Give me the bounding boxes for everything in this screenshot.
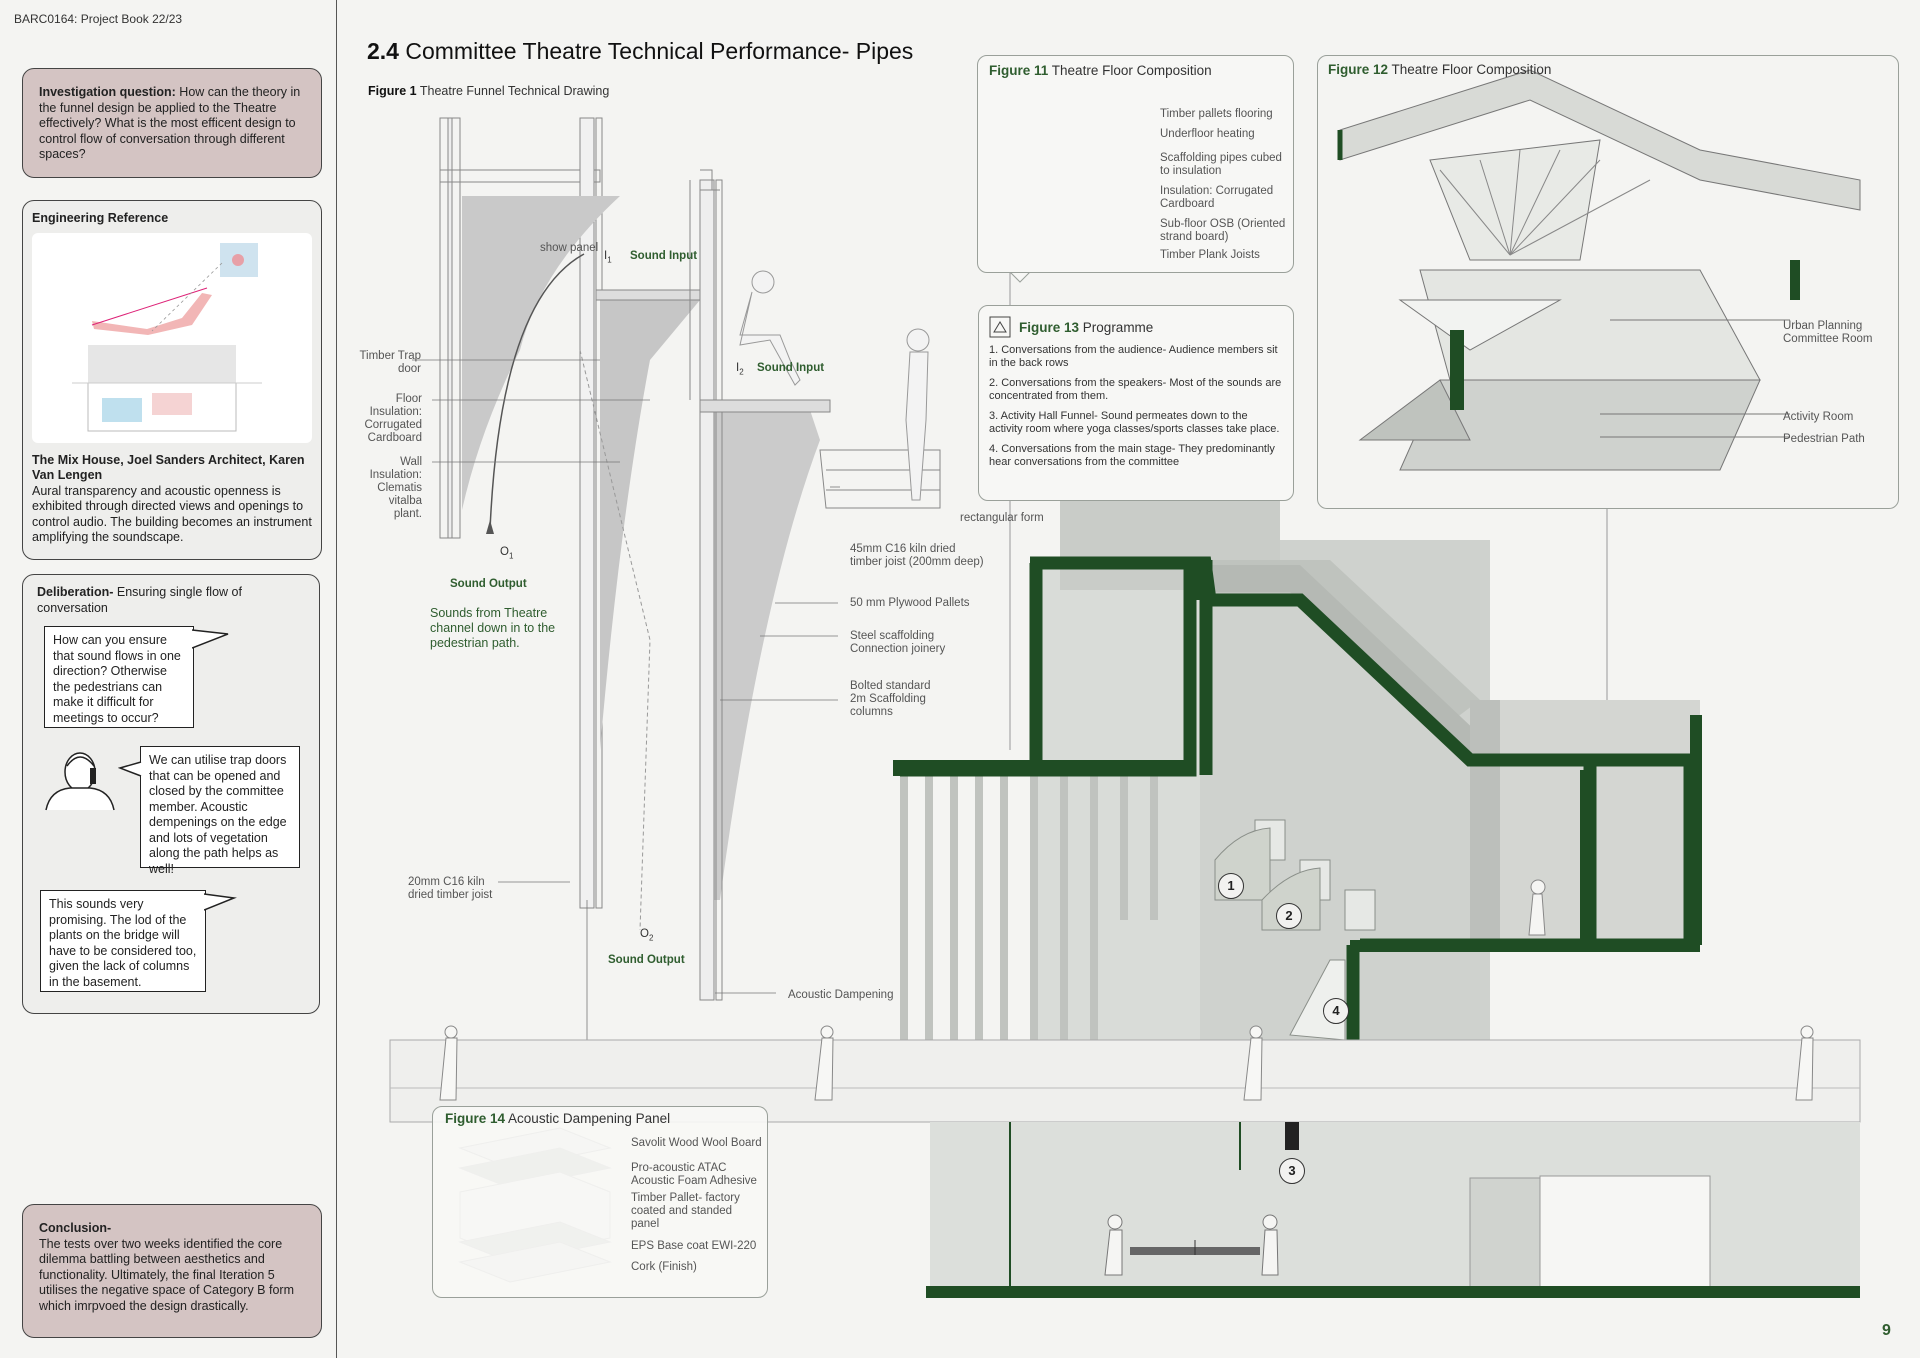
reference-text: Aural transparency and acoustic openness… xyxy=(32,483,312,545)
sound-input-2-label: Sound Input xyxy=(757,362,825,374)
fig11-layer-4: Insulation: Corrugated Cardboard xyxy=(1160,185,1274,210)
investigation-lead: Investigation question: xyxy=(39,85,176,99)
programme-item: 2. Conversations from the speakers- Most… xyxy=(989,377,1282,402)
i2-label: I2 xyxy=(736,362,744,377)
programme-list: 1. Conversations from the audience- Audi… xyxy=(989,344,1283,469)
figure11-box: Figure 11 Theatre Floor Composition Timb… xyxy=(977,55,1294,273)
sound-output-1-label: Sound Output xyxy=(450,578,527,590)
fig12-label-activity: Activity Room xyxy=(1783,411,1854,423)
bubble-tail-3 xyxy=(204,893,237,911)
fig14-layer-3: Timber Pallet- factory coated and stande… xyxy=(631,1192,740,1230)
speech-bubble-question: How can you ensure that sound flows in o… xyxy=(44,626,194,728)
fig11-layer-2: Underfloor heating xyxy=(1160,128,1255,140)
programme-item: 3. Activity Hall Funnel- Sound permeates… xyxy=(989,410,1280,435)
bubble-tail-1 xyxy=(192,629,229,649)
fig14-layer-4: EPS Base coat EWI-220 xyxy=(631,1240,757,1252)
show-panel-label: show panel xyxy=(540,242,599,254)
fig11-layer-1: Timber pallets flooring xyxy=(1160,108,1273,120)
investigation-text: How can the theory in the funnel design … xyxy=(39,85,301,161)
figure12-box: Figure 12 Theatre Floor Composition Urba… xyxy=(1317,55,1899,509)
i1-label: I1 xyxy=(604,250,612,265)
page-title-text: Committee Theatre Technical Performance-… xyxy=(405,38,914,64)
activity-room xyxy=(930,1122,1860,1292)
speech-bubble-reply: This sounds very promising. The lod of t… xyxy=(40,890,206,992)
pedestrians xyxy=(439,1025,1814,1101)
floor-insulation-label: Floor Insulation: Corrugated Cardboard xyxy=(364,393,422,444)
page-title: 2.4 Committee Theatre Technical Performa… xyxy=(367,38,913,65)
o2-label: O2 xyxy=(640,928,654,943)
marker-3: 3 xyxy=(1279,1158,1305,1184)
deliberation-lead: Deliberation- xyxy=(37,585,114,599)
conclusion-lead: Conclusion- xyxy=(39,1221,112,1235)
figure13-box: Figure 13 Programme 1. Conversations fro… xyxy=(978,305,1294,501)
deliberation-text: Ensuring single flow of conversation xyxy=(37,585,242,615)
marker-1: 1 xyxy=(1218,873,1244,899)
figure12-isometric-drawing xyxy=(1337,69,1861,471)
fig11-layer-5: Sub-floor OSB (Oriented strand board) xyxy=(1160,218,1286,243)
sidebar: BARC0164: Project Book 22/23 Investigati… xyxy=(0,0,337,1358)
mix-house-reference-image xyxy=(32,232,312,443)
sound-path-1 xyxy=(489,253,585,531)
programme-icon xyxy=(989,316,1011,338)
section-building xyxy=(893,500,1702,1041)
bubble-tail-2 xyxy=(118,761,142,777)
bolted-columns-label: Bolted standard 2m Scaffolding columns xyxy=(850,680,931,718)
trap-door-label: Timber Trap door xyxy=(359,350,421,375)
figure13-caption: Figure 13 Programme xyxy=(1019,319,1154,335)
fig14-layer-1: Savolit Wood Wool Board xyxy=(631,1137,762,1149)
rectangular-form-label: rectangular form xyxy=(960,512,1044,524)
joist-20mm-label: 20mm C16 kiln dried timber joist xyxy=(408,876,493,901)
page-number: 9 xyxy=(1882,1322,1891,1339)
programme-item: 1. Conversations from the audience- Audi… xyxy=(989,344,1278,369)
programme-item: 4. Conversations from the main stage- Th… xyxy=(989,443,1275,468)
figure13-header: Figure 13 Programme xyxy=(989,316,1283,338)
fig14-layer-5: Cork (Finish) xyxy=(631,1261,697,1273)
leader-lines xyxy=(412,359,840,1098)
sound-output-2-label: Sound Output xyxy=(608,954,685,966)
fig14-layer-2: Pro-acoustic ATAC Acoustic Foam Adhesive xyxy=(631,1162,757,1187)
marker-2: 2 xyxy=(1276,903,1302,929)
course-header: BARC0164: Project Book 22/23 xyxy=(14,12,183,26)
investigation-question-box: Investigation question: How can the theo… xyxy=(22,68,322,178)
marker-4: 4 xyxy=(1323,998,1349,1024)
wall-insulation-label: Wall Insulation: Clematis vitalba plant. xyxy=(369,456,422,520)
committee-member-avatar xyxy=(45,752,115,811)
joist-45mm-label: 45mm C16 kiln dried timber joist (200mm … xyxy=(850,543,984,568)
conclusion-box: Conclusion- The tests over two weeks ide… xyxy=(22,1204,322,1338)
page-title-number: 2.4 xyxy=(367,38,399,64)
sound-path-2 xyxy=(579,349,651,931)
figure11-caption: Figure 11 Theatre Floor Composition xyxy=(989,63,1212,78)
engineering-heading: Engineering Reference xyxy=(32,211,169,225)
reference-title: The Mix House, Joel Sanders Architect, K… xyxy=(32,452,305,483)
conclusion-text: The tests over two weeks identified the … xyxy=(39,1236,294,1313)
fig12-label-path: Pedestrian Path xyxy=(1783,433,1865,445)
fig11-layer-6: Timber Plank Joists xyxy=(1160,249,1260,261)
fig12-label-committee: Urban Planning Committee Room xyxy=(1783,320,1873,345)
speech-bubble-answer: We can utilise trap doors that can be op… xyxy=(140,746,300,876)
figure1-caption: Figure 1 Theatre Funnel Technical Drawin… xyxy=(368,84,610,98)
steel-scaffolding-label: Steel scaffolding Connection joinery xyxy=(850,630,946,655)
figure14-caption: Figure 14 Acoustic Dampening Panel xyxy=(445,1111,671,1126)
human-figures xyxy=(739,270,930,501)
acoustic-dampening-label: Acoustic Dampening xyxy=(788,989,894,1001)
sound-input-1-label: Sound Input xyxy=(630,250,698,262)
funnel-section-drawing xyxy=(439,117,941,1001)
plywood-label: 50 mm Plywood Pallets xyxy=(850,597,970,609)
figure14-box: Figure 14 Acoustic Dampening Panel Savol… xyxy=(432,1106,768,1298)
engineering-reference-box: Engineering Reference The Mix House, Joe… xyxy=(22,200,322,560)
o1-label: O1 xyxy=(500,546,514,561)
sounds-note: Sounds from Theatre channel down in to t… xyxy=(430,606,556,650)
fig11-layer-3: Scaffolding pipes cubed to insulation xyxy=(1160,152,1282,177)
figure12-caption: Figure 12 Theatre Floor Composition xyxy=(1328,62,1552,77)
technical-drawing-canvas xyxy=(389,69,1861,1298)
